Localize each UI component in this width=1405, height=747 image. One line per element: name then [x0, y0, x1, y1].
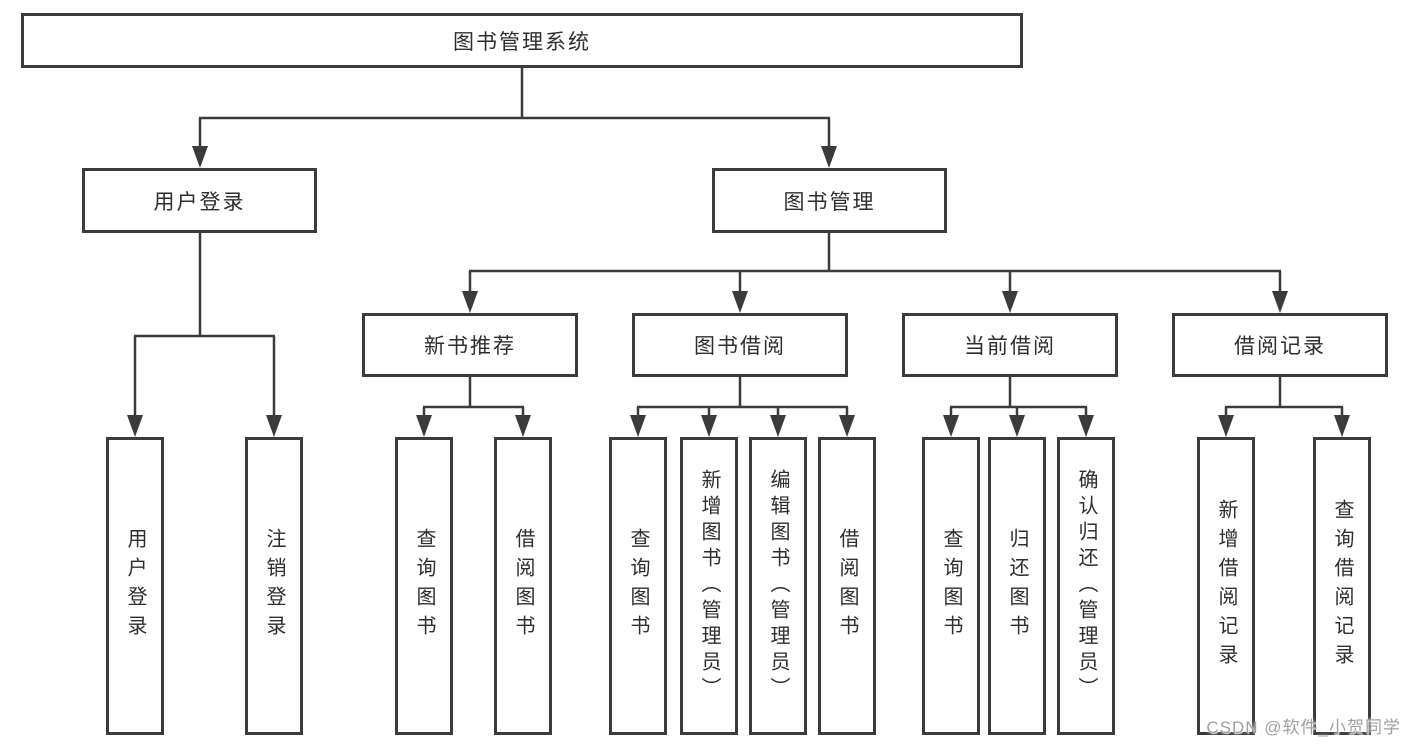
leaf-query-borrow-record: 查询借阅记录 — [1313, 437, 1371, 735]
leaf-borrow-book-recommend: 借阅图书 — [494, 437, 552, 735]
node-root: 图书管理系统 — [21, 13, 1023, 68]
leaf-query-borrow-record-label: 查询借阅记录 — [1331, 499, 1353, 673]
leaf-logout-login-label: 注销登录 — [263, 528, 285, 644]
leaf-query-book-current: 查询图书 — [922, 437, 980, 735]
watermark: CSDN @软件_小贺同学 — [1206, 718, 1401, 737]
leaf-borrow-book-borrow: 借阅图书 — [818, 437, 876, 735]
leaf-confirm-return-admin-label: 确认归还（管理员） — [1075, 469, 1097, 703]
node-current-borrow: 当前借阅 — [902, 313, 1118, 377]
leaf-borrow-book-borrow-label: 借阅图书 — [836, 528, 858, 644]
node-current-borrow-label: 当前借阅 — [964, 335, 1056, 358]
leaf-return-book-label: 归还图书 — [1006, 528, 1028, 644]
node-user-login: 用户登录 — [82, 168, 317, 233]
leaf-confirm-return-admin: 确认归还（管理员） — [1057, 437, 1115, 735]
leaf-logout-login: 注销登录 — [245, 437, 303, 735]
node-root-label: 图书管理系统 — [453, 30, 591, 54]
leaf-query-book-recommend: 查询图书 — [395, 437, 453, 735]
leaf-query-book-current-label: 查询图书 — [940, 528, 962, 644]
node-book-borrow: 图书借阅 — [632, 313, 848, 377]
leaf-add-borrow-record-label: 新增借阅记录 — [1215, 499, 1237, 673]
leaf-edit-book-admin: 编辑图书（管理员） — [749, 437, 807, 735]
leaf-add-borrow-record: 新增借阅记录 — [1197, 437, 1255, 735]
leaf-user-login-label: 用户登录 — [124, 528, 146, 644]
node-book-management: 图书管理 — [712, 168, 947, 233]
leaf-add-book-admin-label: 新增图书（管理员） — [698, 469, 720, 703]
node-book-management-label: 图书管理 — [783, 190, 876, 214]
leaf-borrow-book-recommend-label: 借阅图书 — [512, 528, 534, 644]
leaf-user-login: 用户登录 — [106, 437, 164, 735]
leaf-query-book-borrow: 查询图书 — [609, 437, 667, 735]
leaf-query-book-recommend-label: 查询图书 — [413, 528, 435, 644]
leaf-edit-book-admin-label: 编辑图书（管理员） — [767, 469, 789, 703]
node-new-book-recommend-label: 新书推荐 — [424, 335, 516, 358]
node-book-borrow-label: 图书借阅 — [694, 335, 786, 358]
leaf-return-book: 归还图书 — [988, 437, 1046, 735]
leaf-query-book-borrow-label: 查询图书 — [627, 528, 649, 644]
node-new-book-recommend: 新书推荐 — [362, 313, 578, 377]
node-borrow-record: 借阅记录 — [1172, 313, 1388, 377]
node-user-login-label: 用户登录 — [153, 190, 246, 214]
node-borrow-record-label: 借阅记录 — [1234, 335, 1326, 358]
leaf-add-book-admin: 新增图书（管理员） — [680, 437, 738, 735]
